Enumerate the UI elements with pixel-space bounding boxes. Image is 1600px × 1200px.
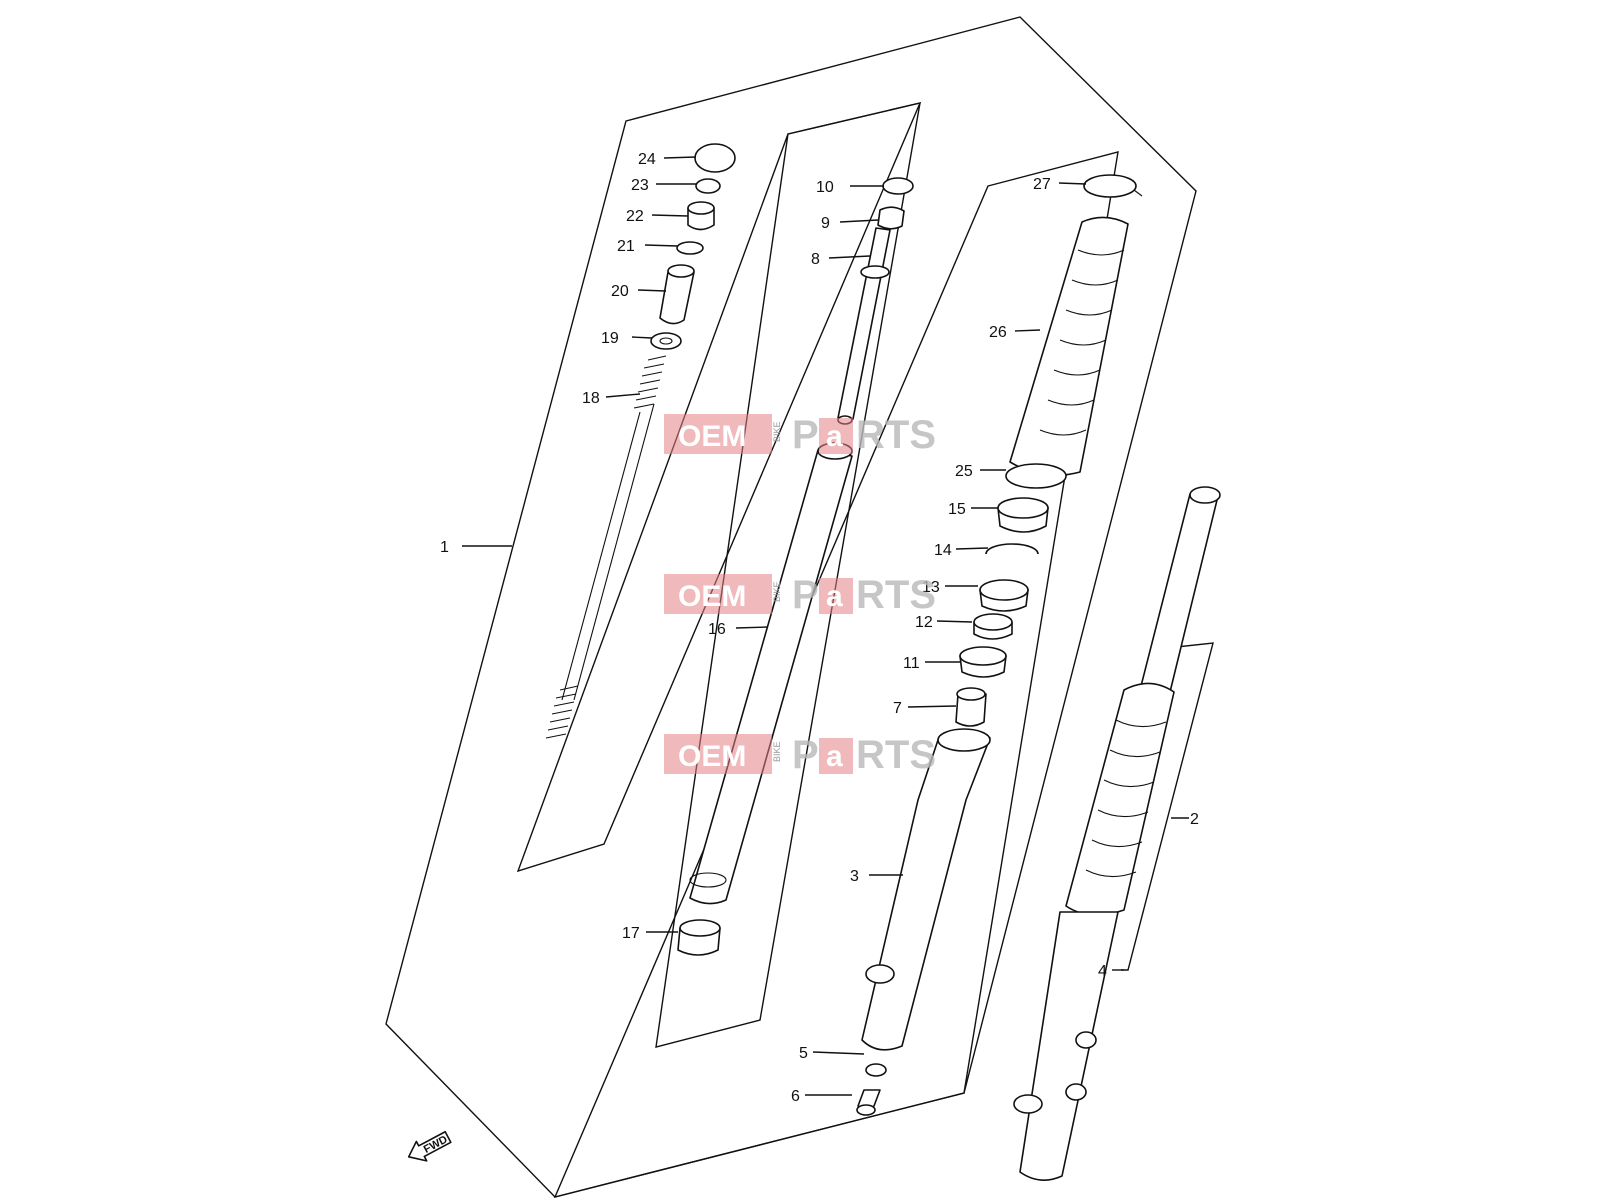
callout-14[interactable]: 14 — [934, 542, 952, 559]
callout-22[interactable]: 22 — [626, 208, 644, 225]
part-24-cap[interactable] — [694, 143, 736, 173]
svg-text:OEM: OEM — [678, 740, 746, 773]
watermark-1: OEM BIKE P a RTS — [664, 413, 936, 457]
part-9-piston-ring[interactable] — [877, 206, 905, 230]
callout-27[interactable]: 27 — [1033, 176, 1051, 193]
part-16-inner-tube[interactable] — [689, 442, 853, 905]
callout-3[interactable]: 3 — [850, 868, 859, 885]
svg-text:OEM: OEM — [678, 580, 746, 613]
part-22-plug[interactable] — [687, 201, 715, 231]
svg-text:BIKE: BIKE — [772, 741, 782, 762]
callout-21[interactable]: 21 — [617, 238, 635, 255]
part-27-clamp[interactable] — [1083, 174, 1143, 198]
leader-lines — [462, 156, 1189, 1096]
fwd-arrow-icon: FWD — [407, 1130, 452, 1162]
callout-11[interactable]: 11 — [903, 655, 920, 672]
part-6-bolt[interactable] — [856, 1089, 881, 1116]
part-12-washer[interactable] — [973, 613, 1013, 640]
callout-5[interactable]: 5 — [799, 1045, 808, 1062]
part-11-bushing[interactable] — [959, 646, 1007, 678]
svg-text:OEM: OEM — [678, 420, 746, 453]
part-7-oil-lock[interactable] — [955, 687, 987, 727]
callout-6[interactable]: 6 — [791, 1088, 800, 1105]
part-19-washer[interactable] — [650, 332, 682, 350]
part-3-outer-tube[interactable] — [861, 728, 991, 1051]
svg-text:RTS: RTS — [856, 733, 936, 777]
svg-text:a: a — [826, 740, 843, 773]
part-10-ring[interactable] — [882, 177, 914, 195]
part-23-circlip[interactable] — [695, 178, 721, 194]
callout-12[interactable]: 12 — [915, 614, 933, 631]
part-14-circlip[interactable] — [985, 543, 1039, 555]
frame-outer-tube — [553, 151, 1119, 1199]
callout-8[interactable]: 8 — [811, 251, 820, 268]
watermark-3: OEM BIKE P a RTS — [664, 733, 936, 777]
part-17-bushing[interactable] — [677, 919, 721, 956]
svg-text:P: P — [792, 573, 819, 617]
callout-19[interactable]: 19 — [601, 330, 619, 347]
svg-text:a: a — [826, 420, 843, 453]
svg-text:RTS: RTS — [856, 573, 936, 617]
part-2-fork-assembly[interactable] — [1013, 486, 1221, 1181]
callout-26[interactable]: 26 — [989, 324, 1007, 341]
part-21-o-ring[interactable] — [676, 241, 704, 255]
callout-23[interactable]: 23 — [631, 177, 649, 194]
svg-text:BIKE: BIKE — [772, 421, 782, 442]
svg-text:P: P — [792, 733, 819, 777]
callout-18[interactable]: 18 — [582, 390, 600, 407]
callout-24[interactable]: 24 — [638, 151, 656, 168]
callout-4[interactable]: 4 — [1098, 963, 1107, 980]
callout-labels: 1 2 3 4 5 6 7 8 9 10 11 12 13 14 15 16 1… — [440, 151, 1199, 1105]
callout-25[interactable]: 25 — [955, 463, 973, 480]
part-5-washer[interactable] — [865, 1063, 887, 1077]
watermark-2: OEM BIKE P a RTS — [664, 573, 936, 617]
svg-text:P: P — [792, 413, 819, 457]
part-25-clamp[interactable] — [1005, 463, 1067, 489]
callout-20[interactable]: 20 — [611, 283, 629, 300]
callout-1[interactable]: 1 — [440, 539, 449, 556]
callout-17[interactable]: 17 — [622, 925, 640, 942]
fwd-label: FWD — [422, 1134, 450, 1156]
callout-10[interactable]: 10 — [816, 179, 834, 196]
callout-7[interactable]: 7 — [893, 700, 902, 717]
callout-2[interactable]: 2 — [1190, 811, 1199, 828]
part-20-spacer[interactable] — [659, 264, 695, 325]
part-13-seal[interactable] — [979, 579, 1029, 612]
svg-text:RTS: RTS — [856, 413, 936, 457]
part-18-spring[interactable] — [545, 355, 667, 739]
callout-13[interactable]: 13 — [922, 579, 940, 596]
part-26-boot[interactable] — [1009, 216, 1129, 477]
callout-16[interactable]: 16 — [708, 621, 726, 638]
bracket-2-4 — [1121, 642, 1214, 971]
svg-text:a: a — [826, 580, 843, 613]
part-15-oil-seal[interactable] — [997, 497, 1049, 533]
callout-9[interactable]: 9 — [821, 215, 830, 232]
svg-text:BIKE: BIKE — [772, 581, 782, 602]
callout-15[interactable]: 15 — [948, 501, 966, 518]
